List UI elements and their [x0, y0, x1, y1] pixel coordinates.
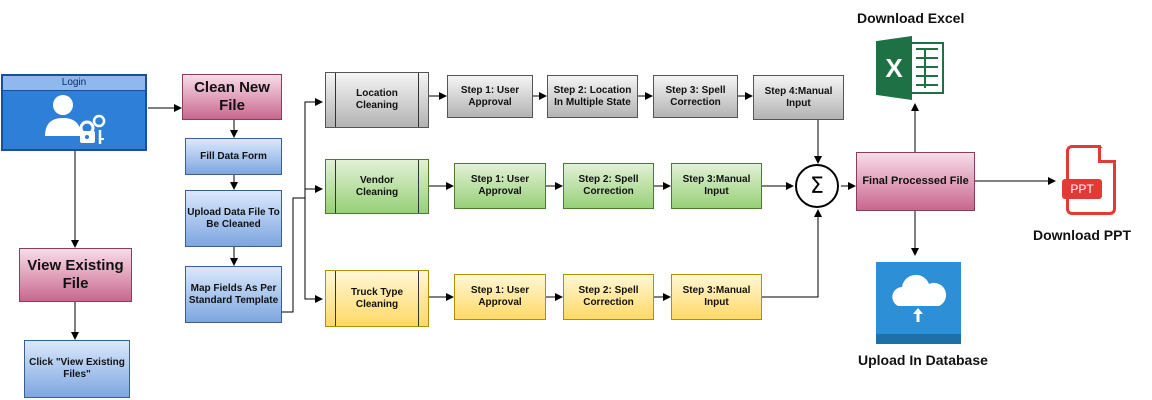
location-step-2-box[interactable]: Step 2: Location In Multiple State: [547, 75, 638, 118]
download-ppt-label: Download PPT: [1033, 227, 1131, 243]
clean-new-file-box[interactable]: Clean New File: [182, 74, 282, 120]
truck-step-3-box[interactable]: Step 3:Manual Input: [671, 274, 762, 320]
vendor-step-2-box[interactable]: Step 2: Spell Correction: [563, 163, 654, 209]
ppt-icon[interactable]: PPT: [1062, 145, 1120, 217]
database-upload-icon[interactable]: [876, 262, 961, 344]
location-cleaning-box[interactable]: Location Cleaning: [325, 72, 429, 128]
location-step-1-box[interactable]: Step 1: User Approval: [447, 75, 533, 118]
truck-step-1-box[interactable]: Step 1: User Approval: [454, 274, 546, 320]
upload-in-database-label: Upload In Database: [858, 352, 988, 368]
download-excel-label: Download Excel: [857, 10, 965, 26]
vendor-cleaning-box[interactable]: Vendor Cleaning: [325, 159, 429, 214]
sum-node: Σ: [795, 164, 839, 208]
login-title: Login: [3, 76, 145, 91]
truck-step-2-box[interactable]: Step 2: Spell Correction: [563, 274, 654, 320]
truck-type-cleaning-box[interactable]: Truck Type Cleaning: [325, 270, 429, 327]
excel-letter: X: [885, 52, 903, 83]
cloud-upload-icon: [892, 274, 947, 322]
view-existing-file-box[interactable]: View Existing File: [19, 248, 132, 302]
click-view-existing-files-box[interactable]: Click "View Existing Files": [24, 340, 130, 398]
ppt-badge: PPT: [1070, 182, 1094, 196]
fill-data-form-box[interactable]: Fill Data Form: [185, 138, 282, 175]
vendor-step-3-box[interactable]: Step 3:Manual Input: [671, 163, 762, 209]
user-lock-icon: [45, 95, 106, 144]
map-fields-box[interactable]: Map Fields As Per Standard Template: [185, 266, 282, 323]
final-processed-file-box[interactable]: Final Processed File: [856, 152, 975, 211]
location-step-3-box[interactable]: Step 3: Spell Correction: [653, 75, 738, 118]
upload-data-file-box[interactable]: Upload Data File To Be Cleaned: [185, 190, 282, 247]
sigma-symbol: Σ: [810, 173, 824, 199]
location-step-4-box[interactable]: Step 4:Manual Input: [753, 75, 844, 120]
vendor-step-1-box[interactable]: Step 1: User Approval: [454, 163, 546, 209]
excel-icon[interactable]: X: [876, 36, 946, 100]
login-window[interactable]: Login: [1, 74, 147, 151]
